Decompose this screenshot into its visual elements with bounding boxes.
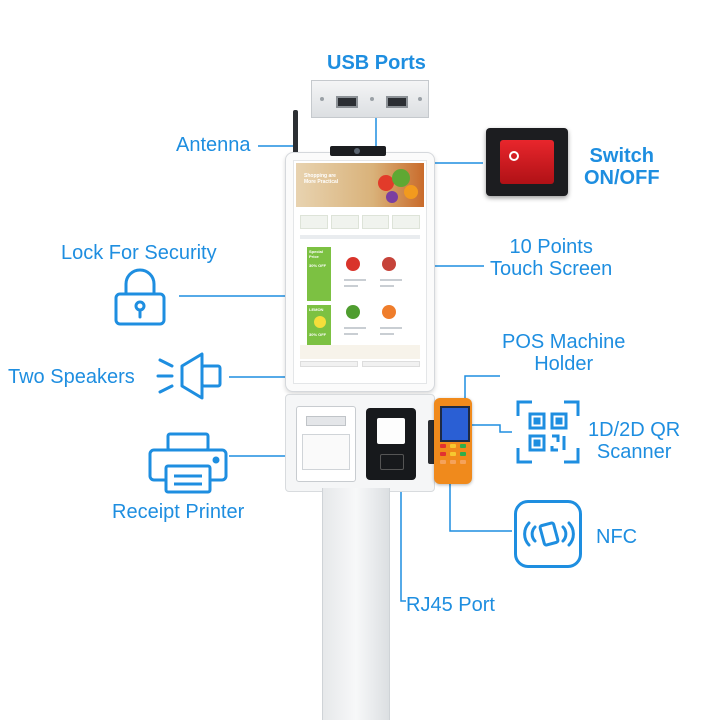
nfc-pad — [380, 454, 404, 470]
line-nfc — [449, 484, 512, 532]
product-text — [380, 333, 394, 335]
greens-image — [392, 169, 410, 187]
product-text — [380, 327, 402, 329]
section-bar — [300, 235, 420, 239]
product-text — [344, 327, 366, 329]
label-qr: 1D/2D QR Scanner — [588, 419, 680, 463]
lock-icon — [114, 268, 166, 326]
category-row — [300, 215, 420, 229]
promo1-line1: Special — [309, 249, 324, 254]
line-qr — [470, 424, 512, 433]
pos-key — [450, 452, 456, 456]
product-image — [382, 305, 396, 319]
orange-image — [404, 185, 418, 199]
label-qr-line1: 1D/2D QR — [588, 419, 681, 441]
promo1-discount: 30% OFF — [309, 263, 327, 268]
nfc-icon — [514, 500, 582, 568]
label-lock: Lock For Security — [61, 242, 217, 264]
pos-key — [440, 460, 446, 464]
pos-key — [460, 452, 466, 456]
touch-screen: Shopping are More Practical Special Pric… — [293, 160, 427, 384]
line-rj45 — [400, 490, 406, 602]
power-rocker — [500, 140, 554, 184]
pos-holder-bracket — [428, 420, 438, 464]
line-pos — [464, 375, 500, 398]
lemon-image — [314, 316, 326, 328]
pos-screen — [440, 406, 470, 442]
screw — [418, 97, 422, 101]
power-mark — [509, 151, 519, 161]
label-antenna: Antenna — [176, 134, 251, 156]
label-printer: Receipt Printer — [112, 501, 245, 523]
promo1-line2: Price — [309, 254, 319, 259]
usb-port — [386, 96, 408, 108]
category-tile — [330, 215, 359, 229]
product-text — [344, 333, 358, 335]
pos-key — [450, 444, 456, 448]
product-text — [344, 279, 366, 281]
label-usb-ports: USB Ports — [327, 52, 426, 74]
promo-card-special: Special Price 30% OFF — [307, 247, 331, 301]
pos-key — [460, 444, 466, 448]
label-touch-line2: Touch Screen — [490, 258, 613, 280]
promo2-name: LEMON — [309, 307, 324, 312]
label-switch-line1: Switch — [589, 145, 654, 167]
label-touch-screen: 10 Points Touch Screen — [490, 236, 612, 280]
product-image — [382, 257, 396, 271]
banner-line1: Shopping are — [304, 173, 336, 179]
label-pos-line2: Holder — [534, 353, 594, 375]
printer-door — [302, 434, 350, 470]
screen-banner: Shopping are More Practical — [296, 163, 424, 207]
speaker-icon — [156, 352, 222, 400]
eggplant-image — [386, 191, 398, 203]
banner-line2: More Practical — [304, 179, 339, 185]
special-salad-banner — [300, 345, 420, 359]
pos-key — [440, 452, 446, 456]
usb-plate — [311, 80, 429, 118]
screw — [370, 97, 374, 101]
label-speakers: Two Speakers — [8, 366, 135, 388]
product-text — [344, 285, 358, 287]
pos-key — [460, 460, 466, 464]
category-tile — [361, 215, 390, 229]
category-tile — [300, 215, 328, 229]
label-touch-line1: 10 Points — [509, 236, 593, 258]
pos-key — [440, 444, 446, 448]
footer-buttons — [300, 361, 420, 367]
scanner-window — [377, 418, 405, 444]
pos-key — [450, 460, 456, 464]
camera — [330, 146, 386, 156]
category-tile — [392, 215, 420, 229]
product-image — [346, 305, 360, 319]
label-pos-line1: POS Machine — [502, 331, 626, 353]
qr-scanner-icon — [516, 400, 580, 464]
printer-slot — [306, 416, 346, 426]
label-pos: POS Machine Holder — [502, 331, 625, 375]
screw — [320, 97, 324, 101]
promo2-discount: 30% OFF — [309, 332, 327, 337]
tomato-image — [378, 175, 394, 191]
label-switch: Switch ON/OFF — [584, 145, 660, 189]
label-qr-line2: Scanner — [596, 441, 672, 463]
product-text — [380, 279, 402, 281]
usb-port — [336, 96, 358, 108]
label-rj45: RJ45 Port — [406, 594, 495, 616]
label-nfc: NFC — [596, 526, 638, 548]
antenna — [293, 110, 298, 156]
product-image — [346, 257, 360, 271]
product-text — [380, 285, 394, 287]
printer-icon — [148, 432, 228, 494]
kiosk-stand — [322, 488, 390, 720]
label-switch-line2: ON/OFF — [584, 167, 660, 189]
